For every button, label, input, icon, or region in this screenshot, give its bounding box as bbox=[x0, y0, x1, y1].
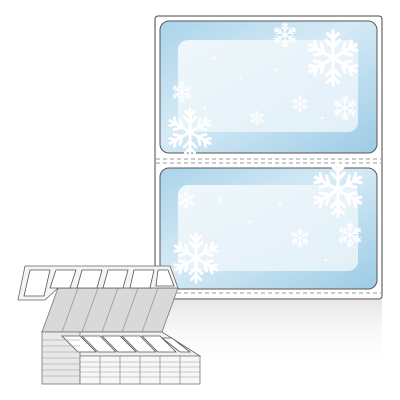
fanfold-stack-icon bbox=[17, 265, 202, 385]
snowflake-label bbox=[159, 20, 378, 155]
snowflake-label bbox=[159, 164, 378, 290]
